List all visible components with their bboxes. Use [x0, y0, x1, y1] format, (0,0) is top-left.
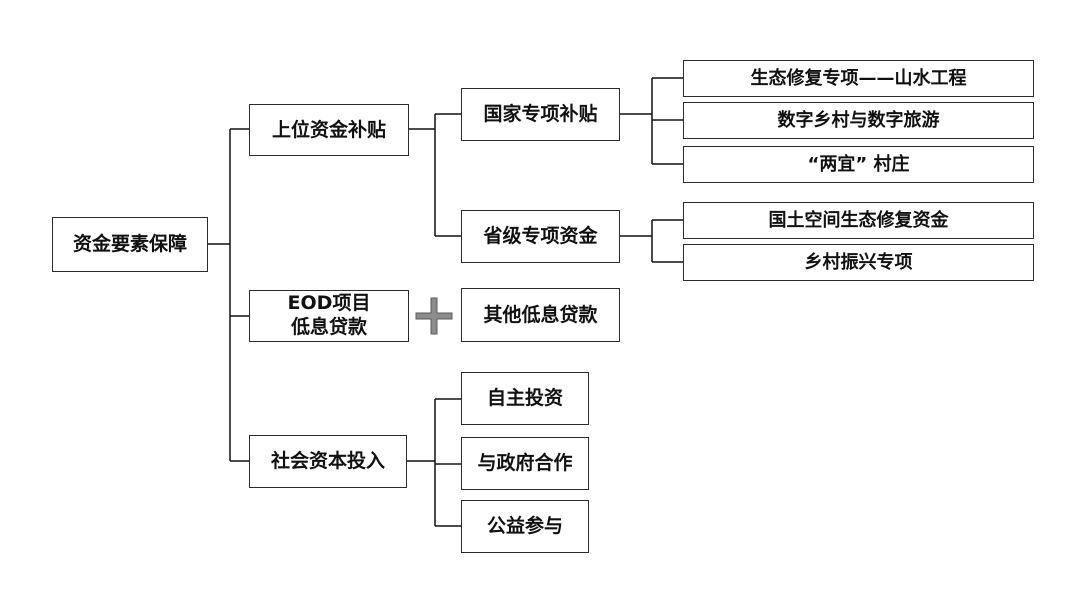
node-label: 自主投资: [486, 387, 563, 410]
node-label: 资金要素保障: [72, 233, 187, 256]
node-label: 社会资本投入: [270, 450, 385, 473]
node-label: 上位资金补贴: [271, 118, 386, 141]
node-government-cooperation: 与政府合作: [461, 437, 589, 490]
node-digital-village-tourism: 数字乡村与数字旅游: [683, 102, 1034, 139]
plus-icon: [415, 297, 453, 335]
node-label: 生态修复专项——山水工程: [750, 67, 967, 89]
node-self-investment: 自主投资: [461, 372, 589, 425]
node-eod-loan: EOD项目 低息贷款: [249, 290, 409, 342]
node-land-space-restoration: 国土空间生态修复资金: [683, 202, 1034, 239]
node-eco-restoration-project: 生态修复专项——山水工程: [683, 60, 1034, 97]
node-rural-revitalization: 乡村振兴专项: [683, 244, 1034, 281]
node-label-line2: 低息贷款: [290, 316, 367, 338]
node-label: 其他低息贷款: [483, 303, 598, 326]
node-label: 与政府合作: [477, 452, 573, 475]
node-other-low-interest-loans: 其他低息贷款: [461, 288, 620, 342]
node-label: 乡村振兴专项: [804, 251, 913, 273]
node-label-line1: EOD项目: [287, 292, 371, 315]
node-provincial-fund: 省级专项资金: [461, 210, 620, 263]
node-label: “两宜” 村庄: [807, 153, 910, 175]
node-label: 国家专项补贴: [483, 103, 598, 126]
node-label: 省级专项资金: [483, 225, 598, 248]
node-label: 公益参与: [486, 515, 563, 538]
node-public-welfare: 公益参与: [461, 500, 589, 553]
node-upper-subsidy: 上位资金补贴: [249, 104, 409, 156]
node-national-subsidy: 国家专项补贴: [461, 88, 620, 141]
node-label: 数字乡村与数字旅游: [777, 109, 940, 131]
node-social-capital: 社会资本投入: [249, 435, 407, 488]
node-root-funding-guarantee: 资金要素保障: [52, 217, 208, 272]
node-label: 国土空间生态修复资金: [768, 209, 949, 231]
node-liangyi-village: “两宜” 村庄: [683, 146, 1034, 183]
